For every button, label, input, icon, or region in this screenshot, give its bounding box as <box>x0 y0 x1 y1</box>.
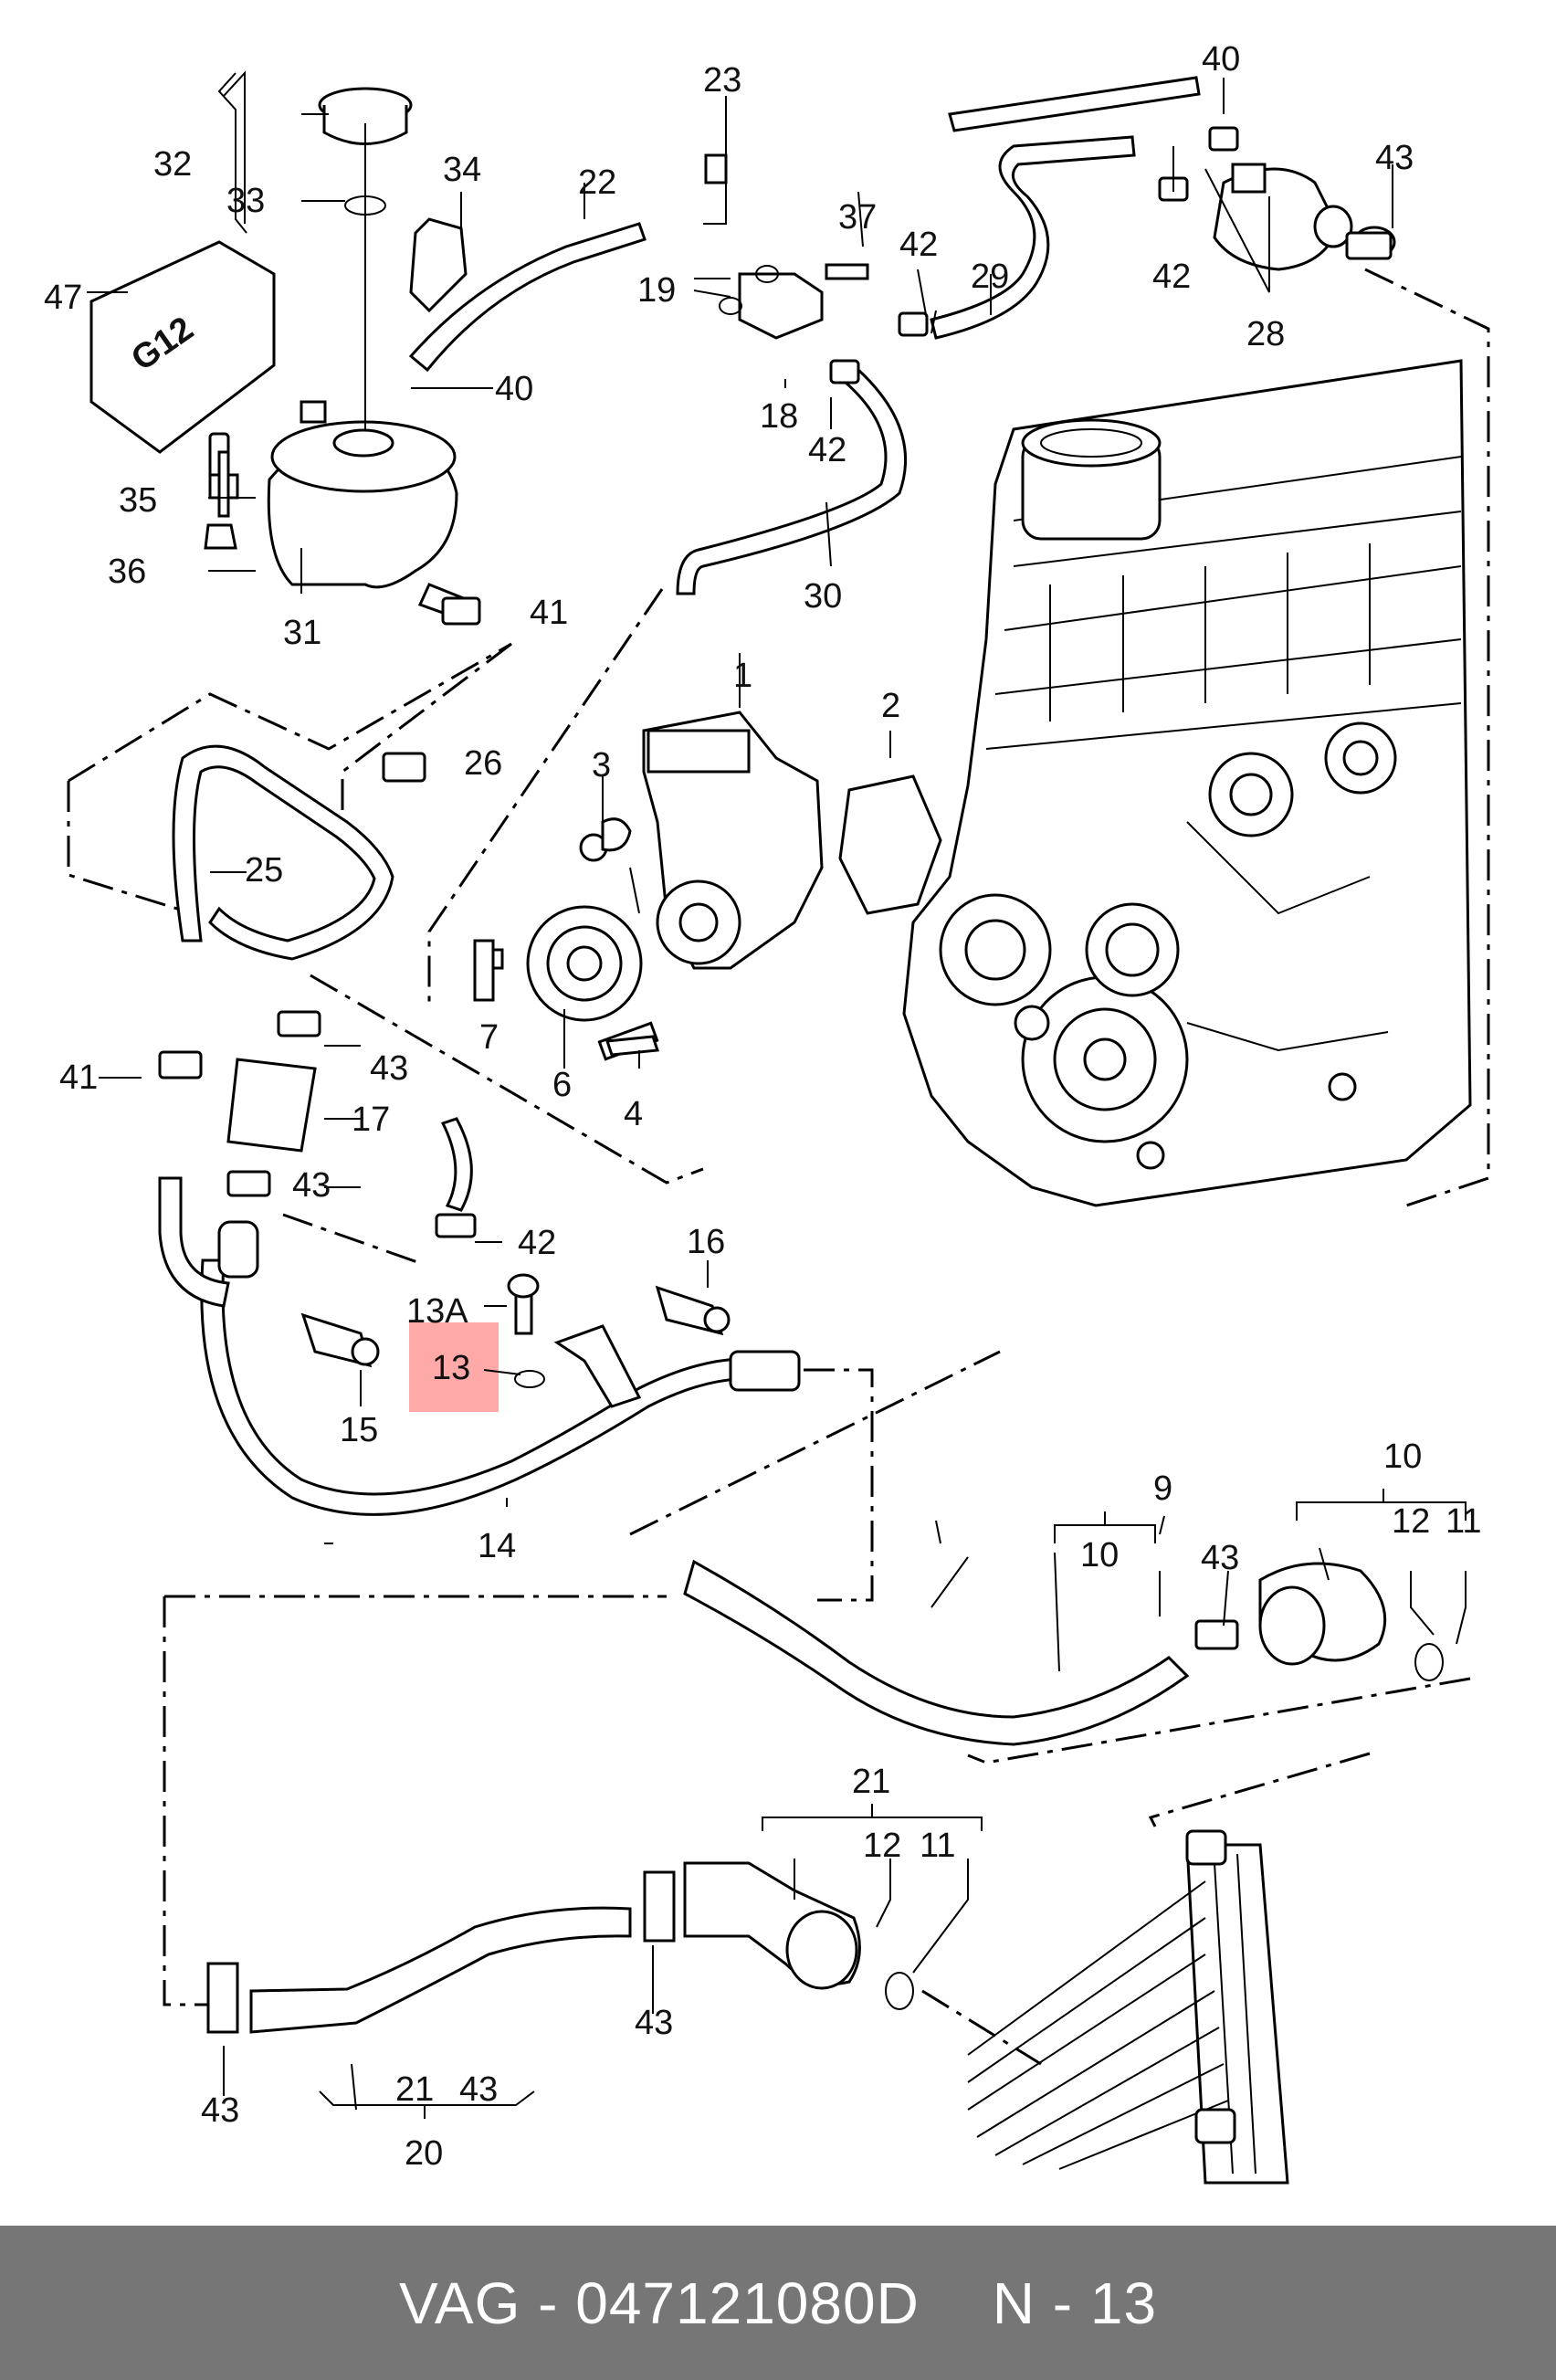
callout-25: 25 <box>245 851 283 890</box>
radiator <box>967 1829 1289 2185</box>
clamps <box>158 126 1393 2034</box>
callout-9: 9 <box>1153 1469 1172 1508</box>
engine-block <box>902 359 1472 1207</box>
callout-40a: 40 <box>1202 40 1240 79</box>
part-number: VAG - 047121080D <box>398 2269 920 2336</box>
callout-16: 16 <box>687 1223 725 1261</box>
callout-40b: 40 <box>495 370 533 408</box>
callout-42b: 42 <box>808 431 846 469</box>
callout-12a: 12 <box>1392 1502 1430 1541</box>
callout-43g: 43 <box>459 2070 498 2109</box>
callout-43c: 43 <box>292 1166 331 1205</box>
callout-26: 26 <box>464 744 502 783</box>
callout-28: 28 <box>1246 315 1285 353</box>
callout-10a: 10 <box>1080 1536 1119 1574</box>
callout-31: 31 <box>283 614 321 652</box>
callout-47: 47 <box>44 279 82 317</box>
callout-33: 33 <box>226 182 265 220</box>
bottom-hoses <box>249 1559 1190 2034</box>
leader-lines <box>87 70 1467 2111</box>
callout-13[interactable]: 13 <box>432 1349 470 1387</box>
callout-30: 30 <box>804 577 842 616</box>
callout-6: 6 <box>552 1066 572 1104</box>
callout-43d: 43 <box>1201 1539 1239 1577</box>
braces <box>217 72 1467 2119</box>
callout-42d: 42 <box>518 1224 556 1262</box>
callout-1: 1 <box>733 657 752 695</box>
callout-43f: 43 <box>201 2091 239 2130</box>
callout-20: 20 <box>405 2134 443 2173</box>
callout-43b: 43 <box>370 1049 408 1088</box>
callout-43e: 43 <box>635 2004 673 2042</box>
callout-21a: 21 <box>852 1763 890 1801</box>
callout-12b: 12 <box>863 1827 901 1865</box>
callout-17: 17 <box>352 1100 390 1139</box>
outlet-pieces <box>683 1562 1444 2010</box>
callout-42c: 42 <box>1152 258 1191 296</box>
callout-11b: 11 <box>920 1827 955 1865</box>
callout-14: 14 <box>478 1527 516 1565</box>
parts-diagram: G12 <box>44 40 1490 2185</box>
callout-35: 35 <box>119 481 157 520</box>
callout-32: 32 <box>153 145 192 184</box>
pump-group <box>473 711 942 1061</box>
callout-41a: 41 <box>530 594 568 632</box>
callout-10b: 10 <box>1383 1437 1422 1476</box>
callout-18: 18 <box>760 397 798 436</box>
callout-43a: 43 <box>1375 139 1414 177</box>
position-number: N - 13 <box>992 2269 1158 2336</box>
callout-41b: 41 <box>59 1058 98 1097</box>
callout-36: 36 <box>108 553 146 591</box>
callout-15: 15 <box>340 1411 378 1449</box>
callout-37: 37 <box>838 198 877 237</box>
callout-19: 19 <box>637 271 676 310</box>
callout-13A: 13A <box>406 1292 468 1331</box>
callout-42a: 42 <box>899 226 938 264</box>
hose-14 <box>158 1176 801 1516</box>
callout-4: 4 <box>624 1095 643 1133</box>
footer-bar: VAG - 047121080D N - 13 <box>0 2226 1556 2380</box>
assembly-lines <box>67 268 1490 2066</box>
callout-34: 34 <box>443 151 481 189</box>
top-hoses <box>172 76 1201 1212</box>
callout-21b: 21 <box>395 2070 434 2109</box>
callout-29: 29 <box>971 258 1009 296</box>
callout-2: 2 <box>881 687 900 725</box>
callout-11a: 11 <box>1446 1502 1481 1541</box>
highlighted-callout-13[interactable] <box>409 1322 499 1412</box>
callout-3: 3 <box>592 746 611 785</box>
callout-23: 23 <box>703 61 741 100</box>
callout-7: 7 <box>479 1018 499 1057</box>
callout-labels: 1 2 3 4 6 7 9 10 10 11 11 12 12 13 13A 1… <box>44 40 1481 2173</box>
callout-22: 22 <box>578 163 616 202</box>
